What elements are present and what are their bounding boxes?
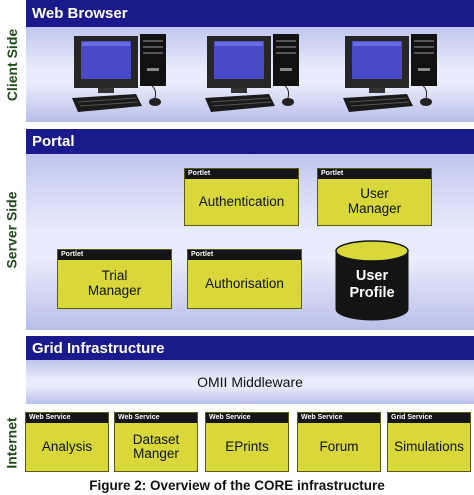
service-tag: Web Service <box>298 413 380 423</box>
portlet-label: User Manager <box>347 186 402 216</box>
grid-infrastructure-header: Grid Infrastructure <box>26 336 474 360</box>
service-label: Dataset Manger <box>132 431 180 461</box>
service-label: Analysis <box>41 438 93 454</box>
portal-header: Portal <box>26 129 474 154</box>
web-browser-header: Web Browser <box>26 0 474 27</box>
computer-icon <box>333 32 448 118</box>
service-label: Forum <box>319 438 359 454</box>
figure-caption: Figure 2: Overview of the CORE infrastru… <box>89 478 385 493</box>
portlet-label: Authentication <box>198 193 285 209</box>
portlet-trial-manager: Portlet Trial Manager <box>57 249 172 309</box>
computer-icon <box>62 32 177 118</box>
service-tag: Web Service <box>115 413 197 423</box>
service-label: EPrints <box>225 438 269 454</box>
portlet-tag: Portlet <box>185 169 298 179</box>
database-icon <box>335 240 409 321</box>
middleware-label: OMII Middleware <box>197 374 303 390</box>
service-tag: Grid Service <box>388 413 470 423</box>
portlet-label: Authorisation <box>205 275 284 291</box>
portlet-authentication: Portlet Authentication <box>184 168 299 226</box>
service-tag: Web Service <box>26 413 108 423</box>
portlet-label: Trial Manager <box>87 268 142 298</box>
user-profile-label: User Profile <box>349 268 395 301</box>
middleware-band: OMII Middleware <box>26 360 474 404</box>
internet-side-label: Internet <box>4 416 20 469</box>
service-label: Simulations <box>394 438 464 454</box>
portlet-user-manager: Portlet User Manager <box>317 168 432 226</box>
server-side-label: Server Side <box>4 191 20 269</box>
portlet-authorisation: Portlet Authorisation <box>187 249 302 309</box>
service-tag: Web Service <box>206 413 288 423</box>
client-side-label: Client Side <box>4 28 21 102</box>
computer-icon <box>195 32 310 118</box>
portlet-tag: Portlet <box>188 250 301 260</box>
portlet-tag: Portlet <box>318 169 431 179</box>
portlet-tag: Portlet <box>58 250 171 260</box>
